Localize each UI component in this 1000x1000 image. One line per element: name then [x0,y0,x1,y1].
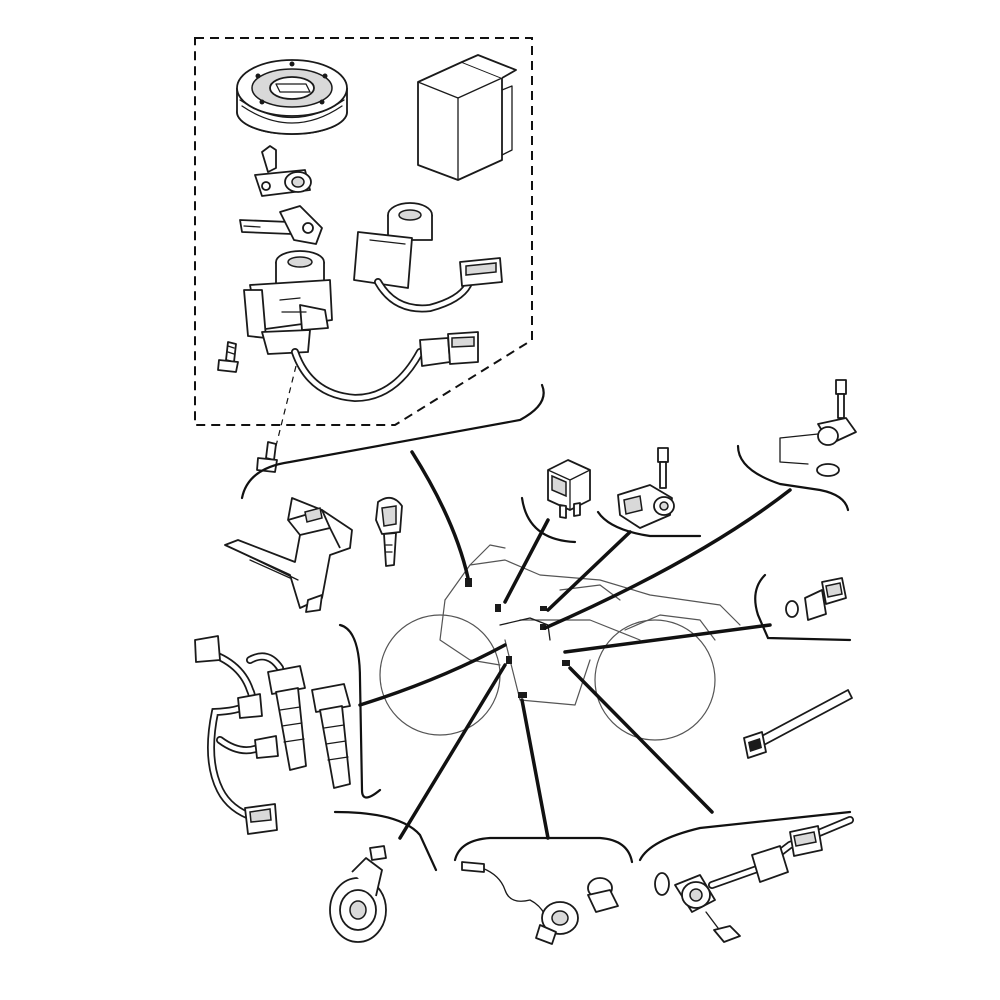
harness-markers [465,578,570,698]
speed-sensor-connectors[interactable] [751,825,823,883]
immobilizer-antenna[interactable] [353,202,433,289]
speed-sensor[interactable] [587,877,619,913]
coil-harness-wire [196,646,259,822]
ignition-key[interactable] [239,205,323,245]
ecu-box[interactable] [417,54,517,181]
coil-harness-connectors[interactable] [194,635,279,835]
main-switch[interactable] [243,250,333,355]
ignition-coils[interactable] [267,665,351,789]
relay[interactable] [547,459,591,519]
horn[interactable] [329,845,387,943]
cable-tie[interactable] [743,689,853,759]
switch-cover-bracket[interactable] [224,497,353,613]
bolt[interactable] [256,441,278,473]
speed-sensor-assembly[interactable] [674,874,741,943]
antenna-connector[interactable] [459,257,503,287]
bolt-leader-dashed [275,365,297,447]
bolt[interactable] [217,341,239,373]
cam-sensor[interactable] [779,379,857,477]
leader-lines [358,450,792,840]
transponder-key[interactable] [375,496,403,567]
crank-position-sensor[interactable] [617,447,675,529]
temperature-sensor[interactable] [785,577,847,621]
group-brackets [240,383,852,872]
seat-lock[interactable] [254,145,312,197]
fuel-tank-cap[interactable] [236,59,348,135]
o2-sensor-wire [481,867,546,916]
main-switch-connector[interactable] [419,331,479,367]
o-ring[interactable] [654,872,670,896]
motorcycle-outline [379,544,741,741]
o2-sensor[interactable] [461,861,579,945]
